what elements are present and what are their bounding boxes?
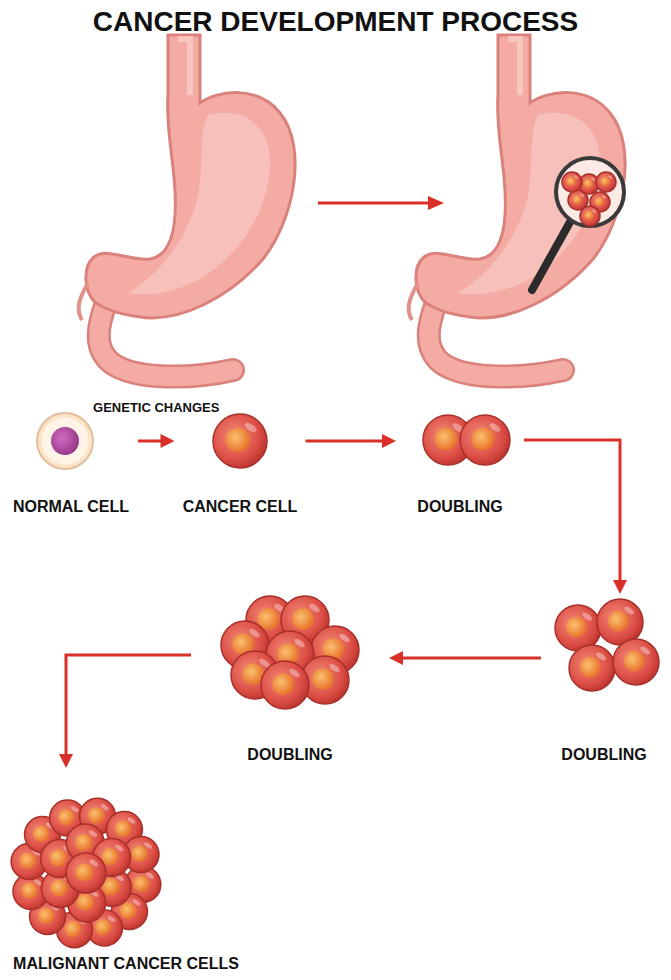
stage-label: DOUBLING bbox=[247, 744, 332, 766]
cell-illustration bbox=[195, 580, 385, 766]
flow-arrow bbox=[389, 651, 541, 665]
cell-illustration bbox=[545, 598, 663, 766]
cell-illustration bbox=[6, 772, 246, 975]
flow-arrow bbox=[138, 434, 175, 448]
cell-stage: DOUBLING bbox=[545, 598, 663, 766]
stage-label: DOUBLING bbox=[561, 744, 646, 766]
cell-stage: NORMAL CELL bbox=[8, 410, 134, 518]
cell-stage: DOUBLING bbox=[195, 580, 385, 766]
flow-arrow bbox=[306, 434, 397, 448]
stage-label: MALIGNANT CANCER CELLS bbox=[13, 953, 239, 975]
stage-label: DOUBLING bbox=[417, 496, 502, 518]
stage-label: CANCER CELL bbox=[183, 496, 298, 518]
edge-label: GENETIC CHANGES bbox=[91, 400, 221, 415]
stage-label: NORMAL CELL bbox=[13, 496, 129, 518]
cell-stage: CANCER CELL bbox=[179, 410, 302, 518]
diagram-title: CANCER DEVELOPMENT PROCESS bbox=[0, 6, 671, 38]
cell-stage: MALIGNANT CANCER CELLS bbox=[6, 772, 246, 975]
flow-arrow bbox=[59, 655, 191, 768]
cell-stage: DOUBLING bbox=[400, 405, 520, 518]
flow-arrow bbox=[524, 440, 627, 594]
